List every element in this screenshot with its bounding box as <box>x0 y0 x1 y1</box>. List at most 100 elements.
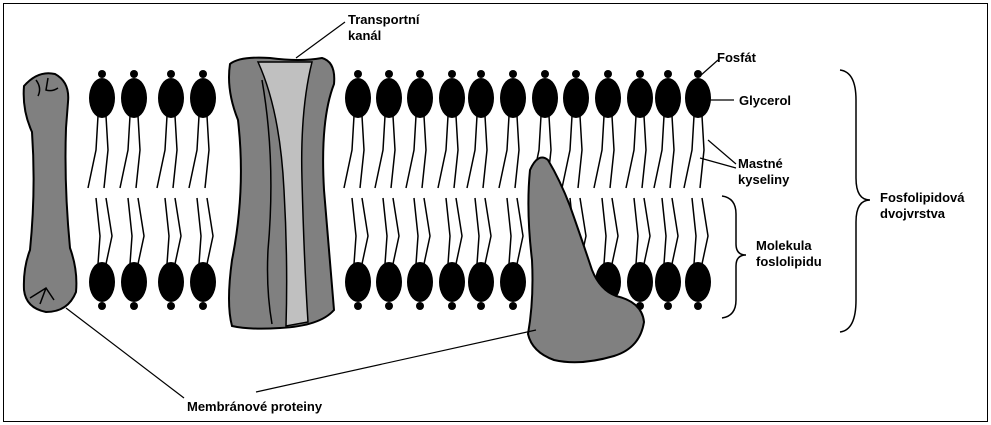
fatty-acid-tail <box>88 116 98 188</box>
glycerol-head <box>190 262 216 302</box>
fatty-acid-tail <box>197 198 201 264</box>
phospholipid-molecule <box>88 70 115 310</box>
fatty-acid-tail <box>175 198 181 264</box>
phosphate-head <box>448 70 456 78</box>
fatty-acid-tail <box>157 116 167 188</box>
phosphate-head <box>385 70 393 78</box>
fatty-acid-tail <box>205 116 209 188</box>
fatty-acid-tail <box>602 198 606 264</box>
fatty-acid-tail <box>120 116 130 188</box>
glycerol-head <box>121 262 147 302</box>
phosphate-head <box>477 70 485 78</box>
glycerol-label: Glycerol <box>739 93 791 109</box>
fatty-acid-tail <box>700 116 704 188</box>
fatty-acid-tail <box>375 116 385 188</box>
phosphate-head <box>167 70 175 78</box>
fatty-acid-tail <box>517 198 523 264</box>
phosphate-head <box>477 302 485 310</box>
phospholipid-molecule <box>120 70 147 310</box>
phosphate-head <box>199 302 207 310</box>
fatty-acid-tail <box>662 198 666 264</box>
fatty-acid-tail <box>475 198 479 264</box>
phosphate-head <box>694 70 702 78</box>
fatty-acid-tail <box>485 198 491 264</box>
fatty-acid-tail <box>670 116 674 188</box>
glycerol-head <box>345 262 371 302</box>
transport-channel <box>229 58 334 329</box>
fatty-acid-tail <box>106 198 112 264</box>
phospholipid-molecule <box>189 70 216 310</box>
glycerol-head <box>407 262 433 302</box>
phospholipid-molecule <box>499 70 526 310</box>
phospholipid-molecule <box>594 70 621 310</box>
glycerol-head <box>89 262 115 302</box>
bilayer-bracket <box>840 70 870 332</box>
glycerol-head <box>655 78 681 118</box>
phosphate-head <box>167 302 175 310</box>
fatty-acid-tail <box>165 198 169 264</box>
fatty-acid-tail <box>104 116 108 188</box>
fatty-acid-tail <box>467 116 477 188</box>
fatty-acid-tail <box>594 116 604 188</box>
fatty-acid-tail <box>507 198 511 264</box>
phosphate-head <box>354 70 362 78</box>
phosphate-head <box>509 302 517 310</box>
phospholipid-molecule <box>626 70 653 310</box>
fatty-acid-tail <box>692 198 696 264</box>
glycerol-head <box>468 78 494 118</box>
phosphate-head <box>604 70 612 78</box>
phosphate-head <box>130 70 138 78</box>
fatty-acid-tail <box>96 198 100 264</box>
phospholipid-molecule <box>375 70 402 310</box>
phosphate-head <box>354 302 362 310</box>
fatty-acid-tail <box>634 198 638 264</box>
fatty-acid-tail <box>654 116 664 188</box>
fatty-acid-tail <box>515 116 519 188</box>
glycerol-head <box>468 262 494 302</box>
phosphate-head <box>130 302 138 310</box>
phosphate-head <box>664 70 672 78</box>
glycerol-head <box>376 262 402 302</box>
phospholipid-molecule <box>344 70 371 310</box>
phosphate-head <box>199 70 207 78</box>
phosphate-head <box>416 302 424 310</box>
glycerol-head <box>439 78 465 118</box>
fatty-acid-tail <box>578 116 582 188</box>
phospholipid-bilayer-label: Fosfolipidová dvojvrstva <box>880 190 965 222</box>
phosphate-head <box>448 302 456 310</box>
glycerol-head <box>655 262 681 302</box>
fatty-acids-label: Mastné kyseliny <box>738 156 789 188</box>
glycerol-head <box>158 262 184 302</box>
glycerol-head <box>627 262 653 302</box>
phosphate-head <box>694 302 702 310</box>
phosphate-head <box>416 70 424 78</box>
glycerol-head <box>685 262 711 302</box>
glycerol-head <box>407 78 433 118</box>
fatty-acid-tail <box>454 116 458 188</box>
phospholipid-molecule-label: Molekula foslolipidu <box>756 238 822 270</box>
glycerol-head <box>685 78 711 118</box>
phosphate-head <box>98 70 106 78</box>
fatty-acid-tail <box>362 198 368 264</box>
fatty-acid-tail <box>414 198 418 264</box>
phosphate-head <box>98 302 106 310</box>
fatty-acid-tail <box>562 116 572 188</box>
fatty-acid-tail <box>173 116 177 188</box>
fatty-acid-tail <box>456 198 462 264</box>
fatty-acid-tail <box>189 116 199 188</box>
phospholipid-molecule <box>654 70 681 310</box>
fatty-acid-tail <box>138 198 144 264</box>
fatty-acid-tail <box>499 116 509 188</box>
fatty-acid-tail <box>702 198 708 264</box>
glycerol-head <box>89 78 115 118</box>
phospholipid-group <box>88 70 711 310</box>
fatty-acid-tail <box>352 198 356 264</box>
fatty-acid-tail <box>128 198 132 264</box>
glycerol-head <box>627 78 653 118</box>
glycerol-head <box>595 78 621 118</box>
glycerol-head <box>158 78 184 118</box>
glycerol-head <box>500 78 526 118</box>
fatty-acid-tail <box>483 116 487 188</box>
transport-channel-label: Transportní kanál <box>348 12 420 44</box>
